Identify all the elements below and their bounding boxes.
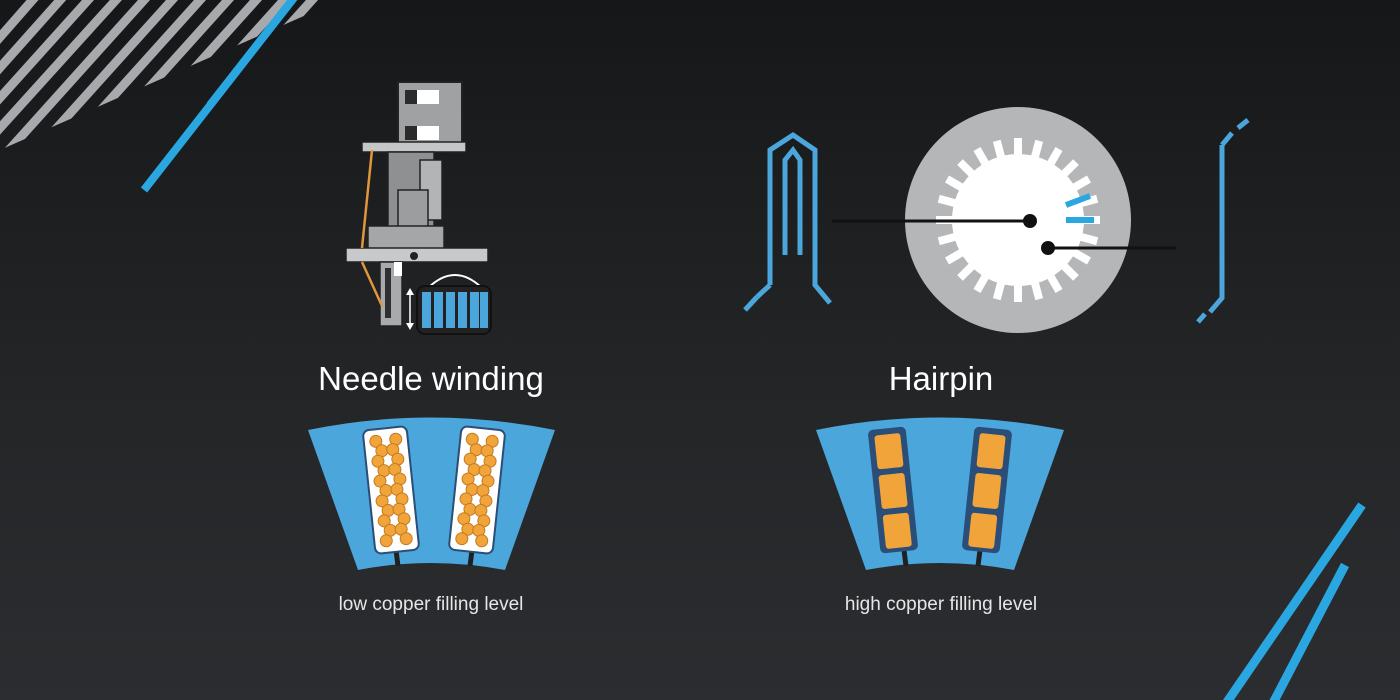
round-wire [379, 534, 393, 548]
stator-slot [944, 175, 965, 192]
stator-slot [1046, 146, 1063, 167]
stator-slot [957, 262, 976, 281]
stator-slot [1071, 248, 1092, 265]
stator-slot [1046, 273, 1063, 294]
stator-slot [973, 146, 990, 167]
stator-slot [1078, 194, 1099, 208]
stator-slot [944, 248, 965, 265]
stator-slot [992, 280, 1006, 301]
stator-segment-hairpin [816, 417, 1064, 570]
round-wire [455, 532, 469, 546]
coil-icon [416, 274, 492, 335]
round-wire [399, 532, 413, 546]
round-wire [475, 534, 489, 548]
needle-winding-caption: low copper filling level [338, 594, 524, 615]
stator-segment-needle [308, 417, 555, 570]
stator-slot [992, 139, 1006, 160]
stator-slot [937, 194, 958, 208]
stator-slot [1030, 280, 1044, 301]
stator-slot [1030, 139, 1044, 160]
stator-slot [1078, 232, 1099, 246]
needle-winding-title: Needle winding [318, 360, 544, 397]
stator-slot [973, 273, 990, 294]
hairpin-caption: high copper filling level [844, 594, 1038, 615]
needle-winding-machine-icon [345, 81, 489, 330]
stator-slot [1071, 175, 1092, 192]
decorative-stripes-top-left [0, 0, 334, 193]
stator-slot [1060, 262, 1079, 281]
hairpin-wire-right-icon [1196, 118, 1250, 324]
stator-slot [937, 232, 958, 246]
hairpin-title: Hairpin [888, 360, 994, 397]
stator-slot [1060, 159, 1079, 178]
decorative-stripes-bottom-right [1222, 502, 1366, 700]
stator-disc-icon [832, 107, 1176, 333]
stator-slot [957, 159, 976, 178]
hairpin-wire-icon [743, 131, 832, 312]
